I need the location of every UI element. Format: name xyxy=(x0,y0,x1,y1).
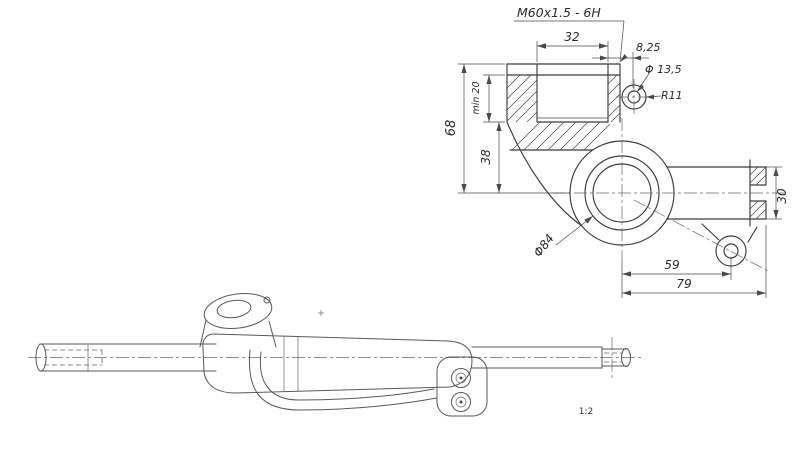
dim-dia-84-label: Φ84 xyxy=(531,231,557,259)
dim-8-25-label: 8,25 xyxy=(636,41,661,54)
dim-79-label: 79 xyxy=(676,277,691,291)
dim-30-label: 30 xyxy=(775,188,789,204)
port-fitting xyxy=(436,356,488,417)
detail-arrowheads xyxy=(461,43,779,296)
reference-point xyxy=(318,310,324,316)
clamp-ring xyxy=(199,293,277,348)
detail-centerlines xyxy=(552,79,786,273)
dim-38-label: 38 xyxy=(479,149,493,165)
dim-68-label: 68 xyxy=(444,120,459,137)
left-rod xyxy=(35,343,217,372)
dim-r11-label: R11 xyxy=(661,89,683,102)
scale-label: 1:2 xyxy=(579,407,593,417)
dim-59-label: 59 xyxy=(664,258,679,272)
detail-view: M60x1.5 - 6H 32 8,25 Φ 13,5 R11 min 20 6… xyxy=(444,5,789,298)
section-hatching xyxy=(506,74,767,220)
cylinder-body xyxy=(202,333,473,394)
right-rod xyxy=(471,337,631,378)
dim-dia-13-5-label: Φ 13,5 xyxy=(645,63,682,76)
thread-callout-label: M60x1.5 - 6H xyxy=(517,5,601,20)
dim-min20-label: min 20 xyxy=(471,81,482,114)
assembly-view xyxy=(28,293,642,417)
dim-32-label: 32 xyxy=(564,30,579,44)
detail-dimension-lines xyxy=(458,20,782,298)
hose-loop xyxy=(248,349,438,411)
